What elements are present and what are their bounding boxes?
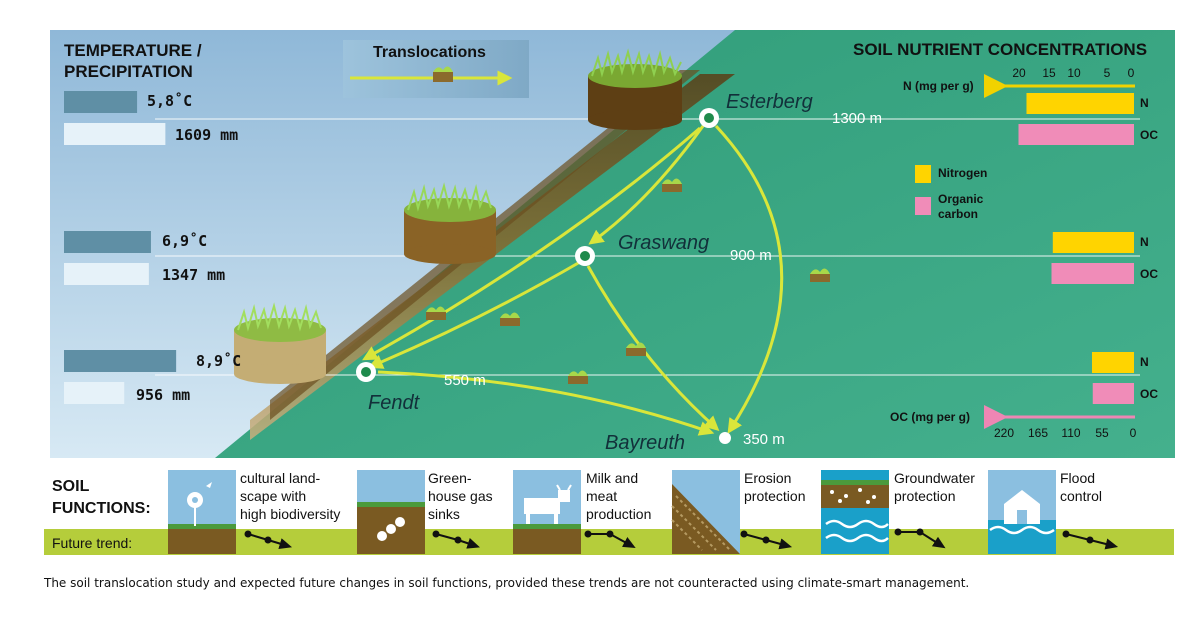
trend-line-greenhouse <box>432 530 480 549</box>
temp-value-esterberg: 5,8˚C <box>147 92 193 110</box>
greenhouse-gas-icon <box>357 470 425 554</box>
n-tick: 15 <box>1042 66 1056 80</box>
elevation-label-fendt: 550 m <box>444 372 486 389</box>
arrow-graswang-bayreuth <box>586 265 720 432</box>
trend-line-milk-meat <box>584 530 636 549</box>
n-bar-label-graswang: N <box>1140 235 1149 249</box>
translocations-label: Translocations <box>373 44 486 61</box>
climate-bars <box>64 91 177 404</box>
precip-value-fendt: 956 mm <box>136 386 191 404</box>
nitrogen-bar <box>1052 232 1134 253</box>
groundwater-icon <box>821 470 889 554</box>
precip-value-esterberg: 1609 mm <box>175 126 239 144</box>
precipitation-bar <box>64 123 166 145</box>
legend-swatch-organic-carbon <box>915 197 931 215</box>
temp-value-fendt: 8,9˚C <box>196 352 242 370</box>
n-tick: 0 <box>1127 66 1135 80</box>
temperature-bar <box>64 91 138 113</box>
flood-house-icon <box>988 470 1056 554</box>
function-label-groundwater: Groundwater protection <box>894 470 975 504</box>
n-bar-label-esterberg: N <box>1140 96 1149 110</box>
soil-core-icon <box>626 342 646 356</box>
function-label-greenhouse: Green- house gas sinks <box>428 470 493 522</box>
soil-monolith-esterberg <box>588 48 682 130</box>
arrow-esterberg-bayreuth <box>714 124 784 434</box>
nitrogen-bar <box>1026 93 1134 114</box>
arrow-fendt-bayreuth <box>377 370 715 436</box>
figure-caption: The soil translocation study and expecte… <box>44 576 970 590</box>
nitrogen-bar <box>1092 352 1134 373</box>
erosion-slope-icon <box>671 470 740 554</box>
oc-bar-label-graswang: OC <box>1140 267 1158 281</box>
nutrients-heading: SOIL NUTRIENT CONCENTRATIONS <box>853 40 1148 59</box>
legend-label-nitrogen: Nitrogen <box>938 166 988 180</box>
green-field <box>215 30 1175 458</box>
oc-tick: 0 <box>1129 426 1137 440</box>
n-tick: 10 <box>1067 66 1081 80</box>
future-trend-label: Future trend: <box>52 535 133 551</box>
trend-lines <box>244 528 1119 550</box>
n-axis-label: N (mg per g) <box>903 79 974 93</box>
soil-monolith-fendt <box>234 302 326 384</box>
n-bar-label-fendt: N <box>1140 355 1149 369</box>
n-tick: 5 <box>1103 66 1111 80</box>
oc-axis-label: OC (mg per g) <box>890 410 970 424</box>
soil-functions-heading: SOIL FUNCTIONS: <box>52 478 151 517</box>
translocation-arrows <box>362 124 784 436</box>
temp-value-graswang: 6,9˚C <box>162 232 208 250</box>
soil-monolith-graswang <box>404 182 496 264</box>
climate-heading: TEMPERATURE / PRECIPITATION <box>64 41 202 81</box>
cow-icon <box>513 470 581 554</box>
soil-core-icon <box>810 268 830 282</box>
site-label-bayreuth: Bayreuth <box>605 432 686 454</box>
site-marker-bayreuth <box>719 432 731 444</box>
oc-tick: 220 <box>993 426 1015 440</box>
precipitation-bar <box>64 382 125 404</box>
soil-core-icon <box>426 306 446 320</box>
oc-bar-label-esterberg: OC <box>1140 128 1158 142</box>
elevation-label-esterberg: 1300 m <box>832 110 883 127</box>
oc-tick: 55 <box>1095 426 1109 440</box>
trend-line-groundwater <box>894 528 946 549</box>
site-label-graswang: Graswang <box>618 232 710 254</box>
oc-tick: 110 <box>1061 426 1081 440</box>
temperature-bar <box>64 350 177 372</box>
site-marker-esterberg <box>699 108 719 128</box>
elevation-label-bayreuth: 350 m <box>743 431 785 448</box>
site-label-esterberg: Esterberg <box>726 91 813 113</box>
oc-tick: 165 <box>1027 426 1049 440</box>
legend-swatch-nitrogen <box>915 165 931 183</box>
oc-bar-label-fendt: OC <box>1140 387 1158 401</box>
site-marker-fendt <box>356 362 376 382</box>
soil-core-icon <box>662 178 682 192</box>
soil-core-icon <box>433 66 453 82</box>
function-label-flood: Flood control <box>1060 470 1103 504</box>
soil-cores <box>426 178 830 384</box>
nutrient-bars <box>1018 93 1134 404</box>
trend-line-biodiversity <box>244 530 293 549</box>
function-label-milk-meat: Milk and meat production <box>586 470 652 522</box>
trend-line-flood <box>1062 530 1119 550</box>
temperature-bar <box>64 231 151 253</box>
soil-core-icon <box>500 312 520 326</box>
site-label-fendt: Fendt <box>368 392 420 414</box>
function-label-erosion: Erosion protection <box>744 470 806 504</box>
legend-label-organic-carbon: Organic carbon <box>938 192 984 221</box>
function-label-biodiversity: cultural land- scape with high biodivers… <box>240 470 341 522</box>
organic-carbon-bar <box>1092 383 1134 404</box>
arrow-graswang-fendt <box>367 260 581 369</box>
arrow-esterberg-fendt <box>362 126 701 361</box>
arrow-esterberg-graswang <box>588 125 705 245</box>
trend-line-erosion <box>740 530 793 550</box>
precipitation-bar <box>64 263 149 285</box>
organic-carbon-bar <box>1051 263 1134 284</box>
site-marker-graswang <box>575 246 595 266</box>
soil-core-icon <box>568 370 588 384</box>
organic-carbon-bar <box>1018 124 1134 145</box>
n-tick: 20 <box>1012 66 1026 80</box>
flower-icon <box>168 470 236 554</box>
precip-value-graswang: 1347 mm <box>162 266 226 284</box>
elevation-label-graswang: 900 m <box>730 247 772 264</box>
